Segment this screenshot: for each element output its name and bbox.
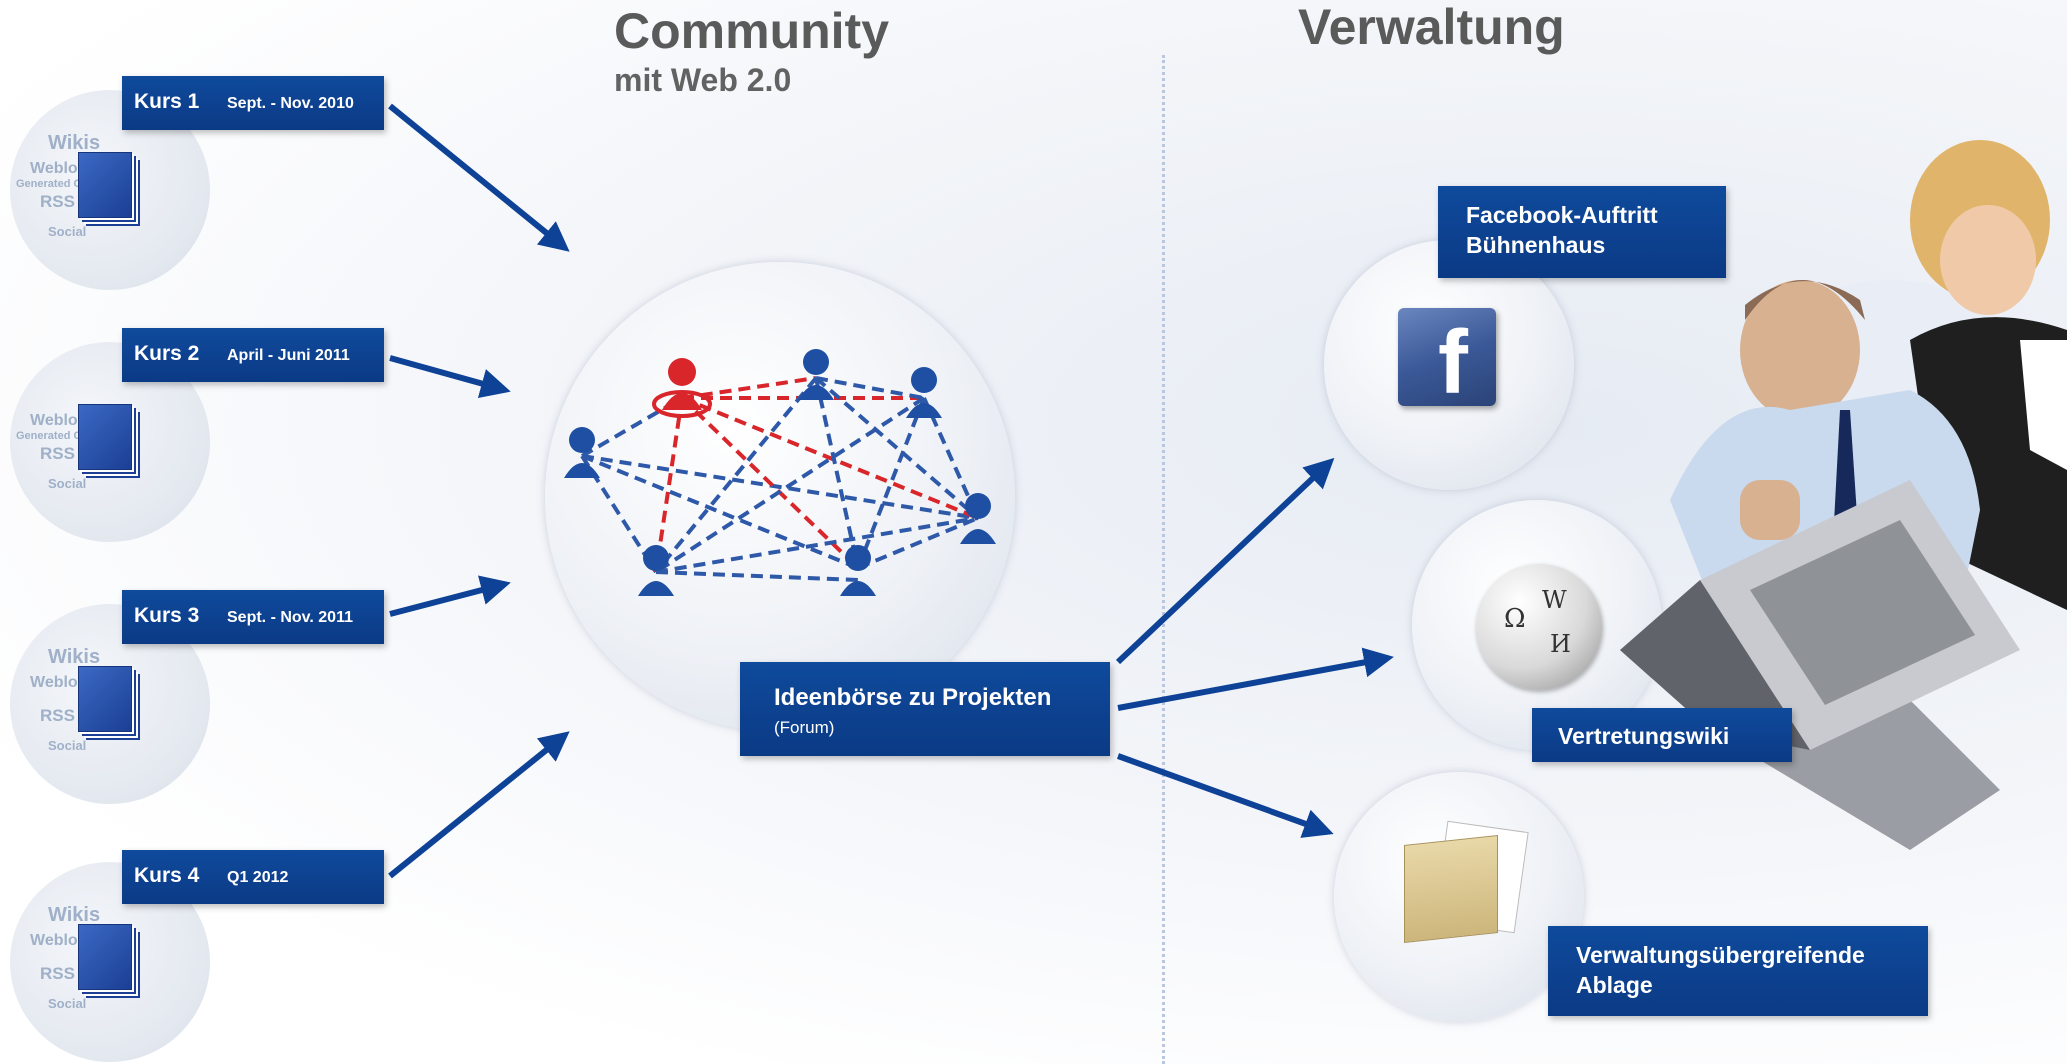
person-icon-highlight — [652, 358, 712, 418]
wiki-box: Vertretungswiki — [1532, 708, 1792, 762]
arrow-kurs3 — [389, 575, 511, 617]
arrow-to-facebook — [1115, 457, 1335, 665]
wiki-label: Vertretungswiki — [1558, 723, 1730, 749]
course-dates: Q1 2012 — [227, 869, 289, 886]
document-stack-icon — [78, 404, 132, 470]
section-divider — [1162, 55, 1165, 1064]
course-label: Kurs 4 — [134, 864, 200, 887]
facebook-box: Facebook-Auftritt Bühnenhaus — [1438, 186, 1726, 278]
facebook-line1: Facebook-Auftritt — [1466, 202, 1658, 228]
ablage-box: Verwaltungsübergreifende Ablage — [1548, 926, 1928, 1016]
course-label: Kurs 1 — [134, 90, 200, 113]
forum-box: Ideenbörse zu Projekten (Forum) — [740, 662, 1110, 756]
wikipedia-globe-icon: Ω W И — [1476, 564, 1602, 690]
people-laptop-photo — [1580, 90, 2067, 890]
arrow-kurs2 — [389, 355, 511, 399]
arrow-kurs4 — [388, 731, 570, 879]
course-cloud-1: Wikis Weblogs Generated C RSS Social — [10, 90, 210, 290]
arrow-to-wiki — [1117, 647, 1394, 711]
course-box-4: Kurs 4 Q1 2012 — [122, 850, 384, 904]
forum-subtitle: (Forum) — [774, 718, 835, 737]
facebook-line2: Bühnenhaus — [1466, 232, 1606, 258]
document-stack-icon — [78, 924, 132, 990]
arrow-kurs1 — [388, 103, 570, 252]
document-stack-icon — [78, 152, 132, 218]
course-dates: Sept. - Nov. 2010 — [227, 95, 354, 112]
course-box-1: Kurs 1 Sept. - Nov. 2010 — [122, 76, 384, 130]
course-label: Kurs 2 — [134, 342, 200, 365]
course-box-3: Kurs 3 Sept. - Nov. 2011 — [122, 590, 384, 644]
person-icon — [564, 349, 996, 596]
course-cloud-4: Wikis Weblogs RSS Social — [10, 862, 210, 1062]
ablage-line1: Verwaltungsübergreifende — [1576, 942, 1865, 968]
course-box-2: Kurs 2 April - Juni 2011 — [122, 328, 384, 382]
ablage-line2: Ablage — [1576, 972, 1653, 998]
arrow-to-ablage — [1116, 753, 1334, 838]
verwaltung-title: Verwaltung — [1298, 0, 1565, 55]
forum-title: Ideenbörse zu Projekten — [774, 684, 1052, 711]
community-bubble — [545, 262, 1015, 732]
facebook-icon: f — [1398, 308, 1496, 413]
document-stack-icon — [78, 666, 132, 732]
course-label: Kurs 3 — [134, 604, 200, 627]
course-dates: April - Juni 2011 — [227, 347, 350, 364]
community-title: Community — [614, 3, 889, 59]
course-dates: Sept. - Nov. 2011 — [227, 609, 353, 626]
community-subtitle: mit Web 2.0 — [614, 62, 792, 98]
